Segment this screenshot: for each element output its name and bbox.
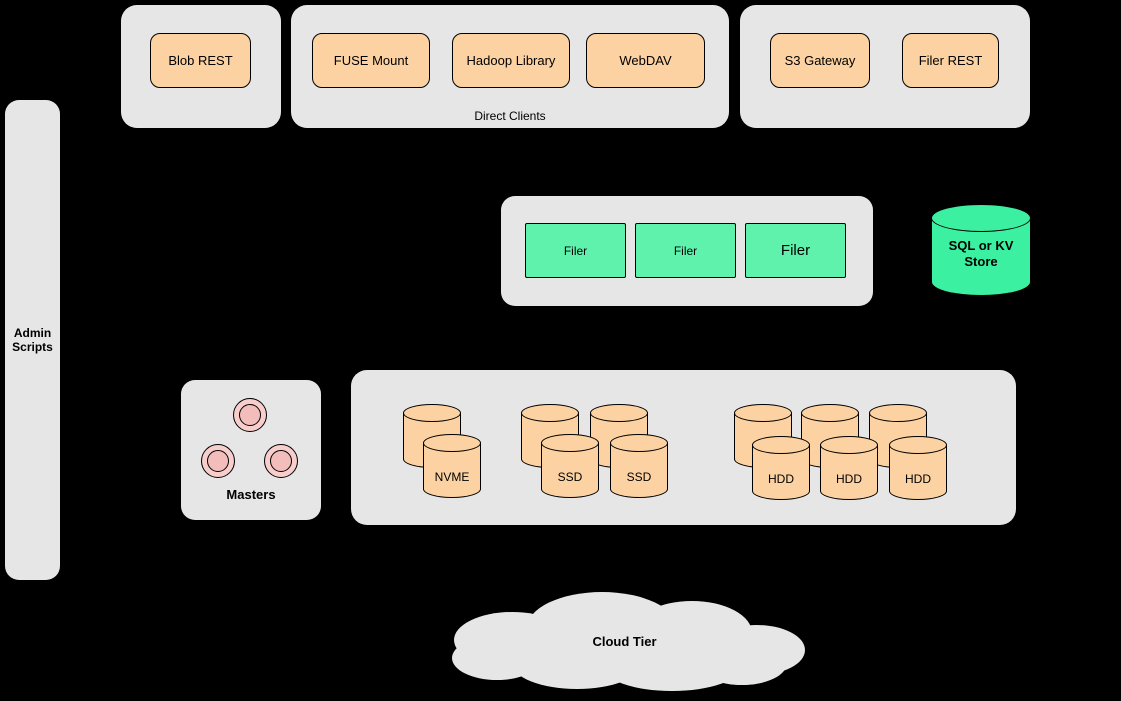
masters-group: Masters bbox=[181, 380, 321, 520]
cylinder-top bbox=[734, 404, 792, 422]
cylinder-top bbox=[521, 404, 579, 422]
cloud-icon bbox=[452, 592, 805, 691]
hdd-cylinder-front-3: HDD bbox=[889, 436, 947, 500]
node-webdav: WebDAV bbox=[586, 33, 705, 88]
sql-kv-store-label: SQL or KV Store bbox=[948, 238, 1014, 269]
gateway-group: S3 Gateway Filer REST bbox=[740, 5, 1030, 128]
ssd-cylinder-front-2: SSD bbox=[610, 434, 668, 498]
cloud-tier-shape: Cloud Tier bbox=[437, 588, 812, 696]
cylinder-top bbox=[869, 404, 927, 422]
cylinder-top bbox=[801, 404, 859, 422]
cylinder-top bbox=[752, 436, 810, 454]
node-hadoop-library: Hadoop Library bbox=[452, 33, 570, 88]
cylinder-body bbox=[541, 443, 599, 498]
master-node-inner bbox=[239, 404, 261, 426]
filer-group: Filer Filer Filer bbox=[501, 196, 873, 306]
node-filer-3: Filer bbox=[745, 223, 846, 278]
node-s3-gateway: S3 Gateway bbox=[770, 33, 870, 88]
disk-label: SSD bbox=[626, 470, 652, 484]
cylinder-top bbox=[820, 436, 878, 454]
node-filer-2: Filer bbox=[635, 223, 736, 278]
direct-clients-group: FUSE Mount Hadoop Library WebDAV Direct … bbox=[291, 5, 729, 128]
cylinder-top bbox=[931, 204, 1031, 232]
nvme-cylinder-front: NVME bbox=[423, 434, 481, 498]
node-filer-1: Filer bbox=[525, 223, 626, 278]
cylinder-body bbox=[820, 445, 878, 500]
admin-scripts-strip: Admin Scripts bbox=[5, 100, 60, 580]
node-blob-rest: Blob REST bbox=[150, 33, 251, 88]
cylinder-top bbox=[541, 434, 599, 452]
node-fuse-mount: FUSE Mount bbox=[312, 33, 430, 88]
hdd-cylinder-front-1: HDD bbox=[752, 436, 810, 500]
ssd-cylinder-front-1: SSD bbox=[541, 434, 599, 498]
sql-kv-store-cylinder: SQL or KV Store bbox=[931, 204, 1031, 296]
cylinder-top bbox=[889, 436, 947, 454]
master-node-inner bbox=[207, 450, 229, 472]
master-node-icon bbox=[201, 444, 235, 478]
disk-label: NVME bbox=[434, 470, 470, 484]
master-node-inner bbox=[270, 450, 292, 472]
disk-label: SSD bbox=[557, 470, 583, 484]
master-node-icon bbox=[264, 444, 298, 478]
hdd-cylinder-front-2: HDD bbox=[820, 436, 878, 500]
cylinder-body bbox=[889, 445, 947, 500]
disk-label: HDD bbox=[905, 472, 931, 486]
cloud-tier-label: Cloud Tier bbox=[592, 634, 657, 649]
cylinder-body bbox=[610, 443, 668, 498]
cylinder-top bbox=[610, 434, 668, 452]
disk-label: HDD bbox=[768, 472, 794, 486]
cylinder-body bbox=[752, 445, 810, 500]
node-filer-rest: Filer REST bbox=[902, 33, 999, 88]
blob-client-group: Blob REST bbox=[121, 5, 281, 128]
cylinder-top bbox=[423, 434, 481, 452]
cylinder-top bbox=[403, 404, 461, 422]
disk-label: HDD bbox=[836, 472, 862, 486]
admin-scripts-label: Admin Scripts bbox=[12, 326, 53, 354]
cylinder-top bbox=[590, 404, 648, 422]
master-node-icon bbox=[233, 398, 267, 432]
direct-clients-caption: Direct Clients bbox=[474, 109, 546, 123]
volume-servers-group: NVME SSD SSD bbox=[351, 370, 1016, 525]
masters-label: Masters bbox=[226, 487, 276, 502]
cylinder-body bbox=[423, 443, 481, 498]
